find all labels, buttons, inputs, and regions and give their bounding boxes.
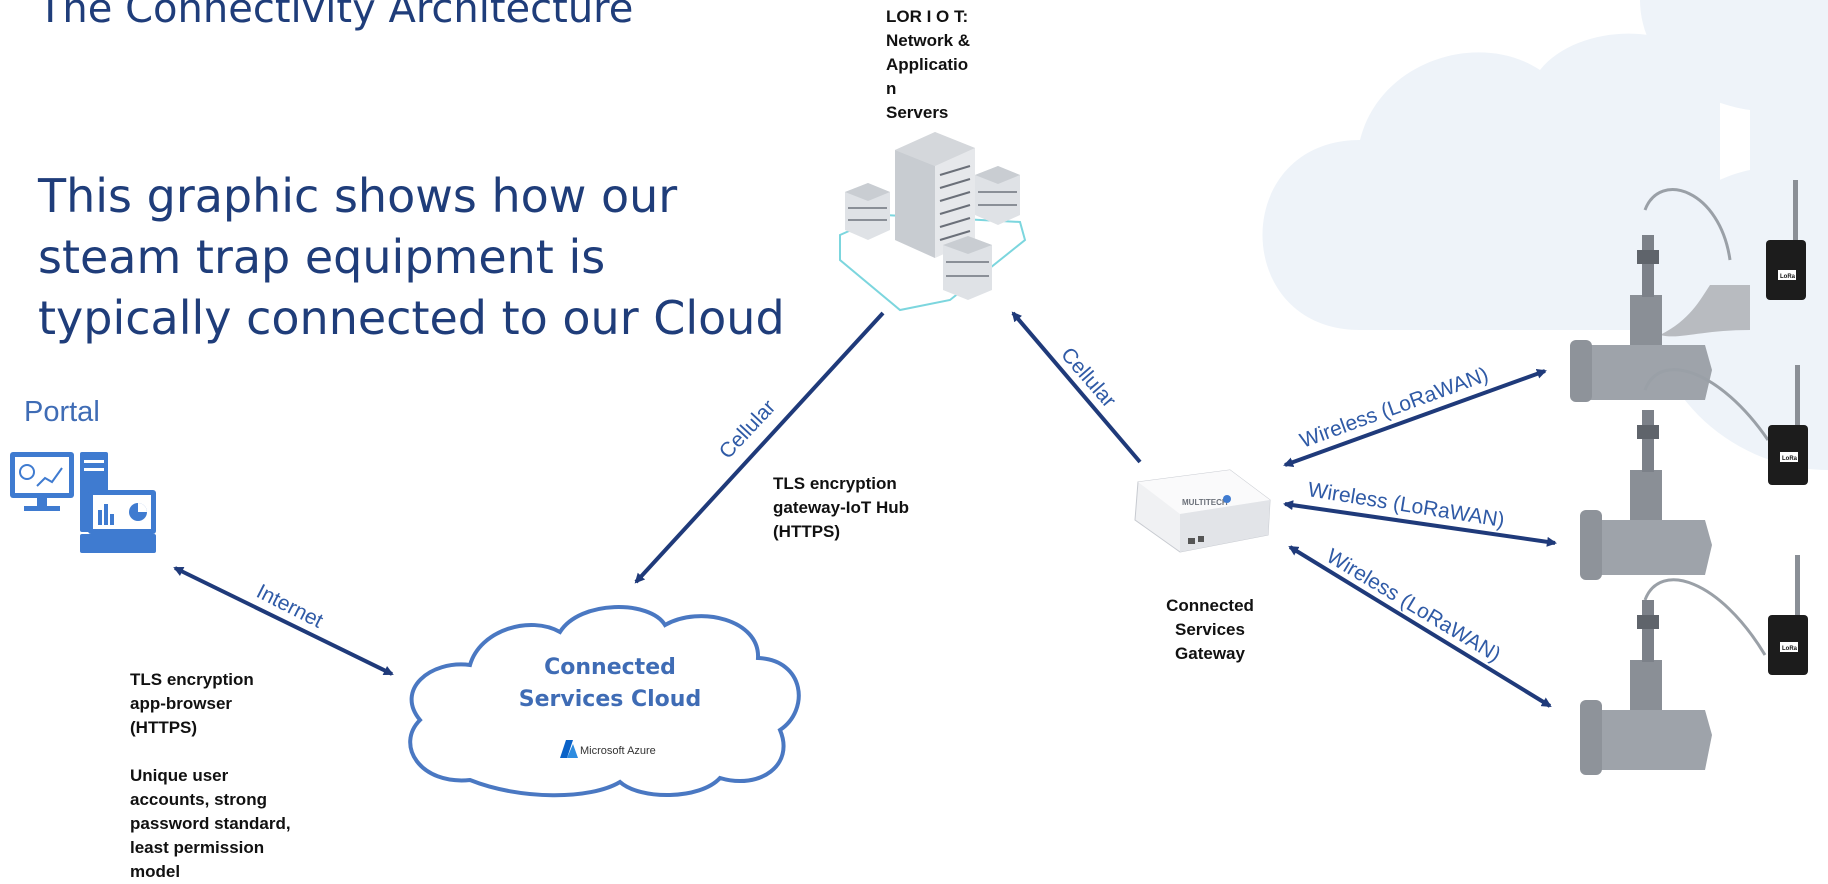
sensor-tag: LoRa [1780, 274, 1796, 280]
note-accounts: Unique user accounts, strong password st… [130, 764, 291, 884]
note-line: (HTTPS) [773, 522, 841, 541]
arrow-wireless-mid [1283, 500, 1557, 547]
azure-label: Microsoft Azure [580, 745, 656, 757]
gateway-label-line: Gateway [1175, 644, 1245, 663]
server-label-line: n [886, 79, 897, 98]
sensor-tag: LoRa [1782, 646, 1798, 652]
subtitle-line: steam trap equipment is [38, 230, 606, 284]
page-title: The Connectivity Architecture [38, 0, 634, 32]
steam-trap-sensor: LoRa [1580, 555, 1808, 775]
note-line: TLS encryption [773, 474, 897, 493]
server-label-line: LOR I O T: [886, 7, 969, 26]
label-wireless: Wireless (LoRaWAN) [1297, 363, 1492, 453]
gateway-label-line: Services [1175, 620, 1245, 639]
gateway-device-icon: MULTITECH [1134, 469, 1271, 553]
label-cellular: Cellular [715, 396, 780, 464]
gateway-label-line: Connected [1166, 596, 1254, 615]
arrow-wireless-bottom [1288, 545, 1552, 708]
note-line: accounts, strong [130, 790, 267, 809]
gateway-label: Connected Services Gateway [1150, 594, 1270, 666]
server-rack-icon [839, 132, 1027, 312]
steam-trap-sensor: LoRa [1580, 365, 1808, 580]
connected-services-cloud: Connected Services Cloud Microsoft Azure [408, 605, 801, 798]
arrow-cellular-gateway-server [1011, 311, 1142, 464]
arrow-wireless-top [1283, 369, 1547, 467]
note-line: model [130, 862, 181, 881]
cloud-label-line: Connected [544, 655, 676, 680]
label-wireless: Wireless (LoRaWAN) [1306, 478, 1506, 532]
cloud-label-line: Services Cloud [519, 687, 701, 712]
gateway-brand: MULTITECH [1182, 498, 1228, 507]
arrow-internet [173, 566, 394, 676]
steam-trap-sensor: LoRa [1570, 180, 1806, 402]
computer-dashboard-icon [10, 452, 156, 553]
server-label: LOR I O T: Network & Applicatio n Server… [886, 5, 970, 125]
note-line: password standard, [130, 814, 291, 833]
subtitle-line: typically connected to our Cloud [38, 291, 785, 345]
note-line: least permission [130, 838, 265, 857]
portal-label: Portal [24, 396, 100, 428]
note-line: (HTTPS) [130, 718, 198, 737]
server-label-line: Servers [886, 103, 949, 122]
note-gateway-iot: TLS encryption gateway-IoT Hub (HTTPS) [773, 472, 909, 544]
arrow-cellular-server-cloud [634, 311, 885, 584]
label-wireless: Wireless (LoRaWAN) [1322, 545, 1504, 667]
page-subtitle: This graphic shows how our steam trap eq… [38, 166, 785, 349]
server-label-line: Applicatio [886, 55, 969, 74]
subtitle-line: This graphic shows how our [38, 169, 678, 223]
azure-logo-icon [560, 740, 578, 758]
note-line: Unique user [130, 766, 229, 785]
server-label-line: Network & [886, 31, 971, 50]
note-line: gateway-IoT Hub [773, 498, 910, 517]
sensor-tag: LoRa [1782, 456, 1798, 462]
note-line: app-browser [130, 694, 233, 713]
